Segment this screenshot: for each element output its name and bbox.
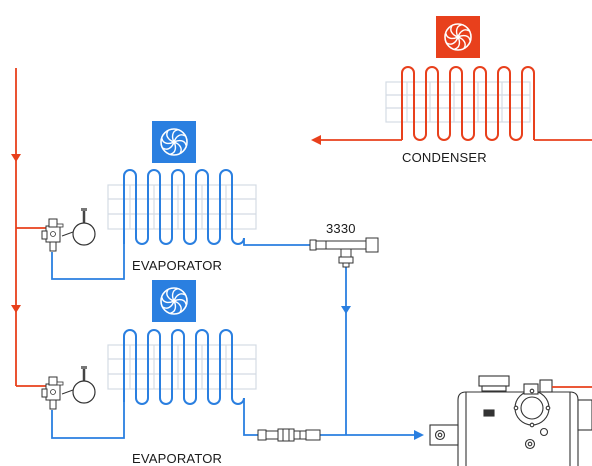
flow-arrow-left — [311, 135, 321, 145]
evaporator-label: EVAPORATOR — [132, 451, 223, 466]
evaporator-2-fin-block — [107, 344, 257, 390]
evaporator-fan-icon — [152, 280, 196, 322]
evaporator-inlet-lines — [51, 244, 125, 439]
flow-arrow-down — [11, 305, 21, 313]
condenser — [385, 16, 535, 141]
thermostatic-expansion-valve-icon — [40, 364, 97, 411]
flow-arrow-down — [341, 306, 351, 314]
condenser-fin-block — [385, 81, 531, 123]
evaporator-2 — [107, 280, 257, 405]
suction-line — [243, 238, 416, 436]
evaporator-fan-icon — [152, 121, 196, 163]
thermostatic-expansion-valve-icon — [40, 206, 97, 253]
evaporator-1-coil — [123, 169, 245, 245]
condenser-label: CONDENSER — [402, 150, 487, 165]
evaporator-1 — [107, 121, 257, 245]
compressor-icon — [429, 375, 592, 466]
evaporator-label: EVAPORATOR — [132, 258, 223, 273]
evaporator-1-fin-block — [107, 184, 257, 230]
evaporator-2-coil — [123, 329, 245, 405]
flow-arrow-right — [414, 430, 424, 440]
flow-arrow-down — [11, 154, 21, 162]
component-3330-label: 3330 — [326, 221, 356, 236]
condenser-fan-icon — [436, 16, 480, 58]
condenser-coil — [401, 66, 535, 141]
suction-filter-icon — [257, 428, 321, 442]
component-3330-icon — [309, 237, 379, 268]
